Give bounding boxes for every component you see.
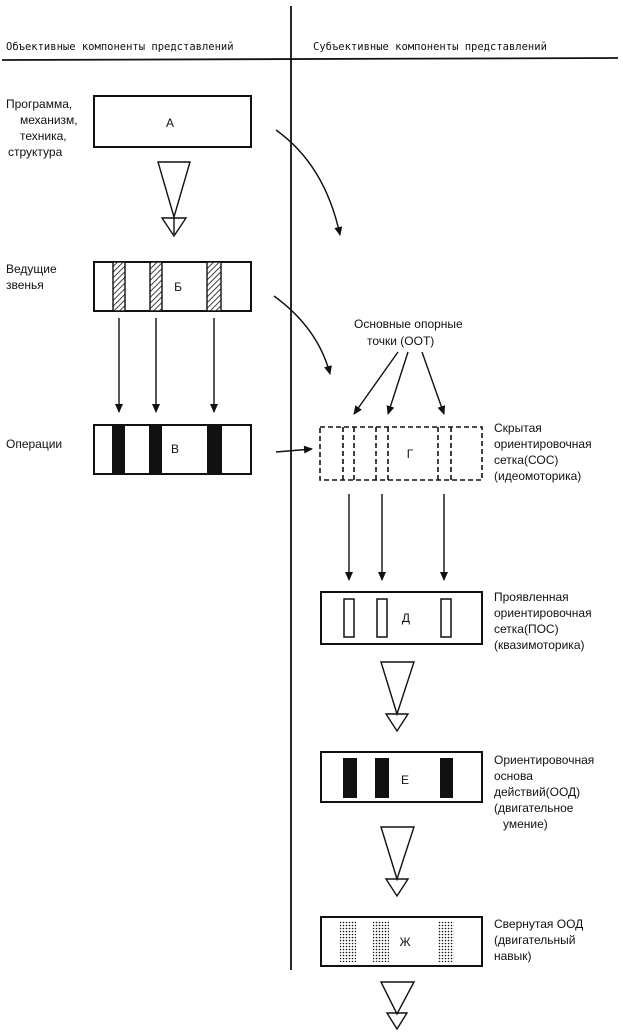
header-right: Субъективные компоненты представлений [313, 41, 547, 53]
arrow-dot-1 [353, 351, 399, 415]
svg-text:Проявленная: Проявленная [494, 590, 569, 604]
triangle-arrow-zh [379, 981, 416, 1016]
svg-text:Ведущие: Ведущие [6, 262, 57, 276]
svg-text:ориентировочная: ориентировочная [494, 437, 592, 451]
label-orientation-basis: Ориентировочная основа действий(ООД) (дв… [494, 753, 594, 831]
triangle-arrow-zh-tip [385, 1012, 409, 1031]
svg-text:(квазимоторика): (квазимоторика) [494, 638, 585, 652]
svg-text:звенья: звенья [6, 278, 44, 292]
box-v: В [93, 424, 252, 475]
svg-text:основа: основа [494, 769, 533, 783]
arrow-curve-middle [273, 295, 332, 375]
box-a: А [93, 95, 252, 148]
header-rule [1, 57, 619, 61]
label-manifested-grid: Проявленная ориентировочная сетка(ПОС) (… [494, 590, 592, 652]
triangle-arrow-e-tip [384, 878, 410, 898]
triangle-arrow-a-tip [160, 217, 188, 238]
label-leading-links: Ведущие звенья [6, 262, 57, 292]
arrow-dot-3 [421, 351, 446, 415]
label-hidden-grid: Скрытая ориентировочная сетка(СОС) (идео… [494, 421, 592, 483]
box-e: Е [320, 751, 483, 803]
label-basic-points: Основные опорные точки (ООТ) [354, 317, 463, 348]
svg-text:точки (ООТ): точки (ООТ) [367, 334, 434, 348]
svg-text:Основные опорные: Основные опорные [354, 317, 463, 331]
triangle-arrow-d [380, 661, 415, 717]
svg-text:Ориентировочная: Ориентировочная [494, 753, 594, 767]
svg-text:(двигательный: (двигательный [494, 933, 575, 947]
svg-text:структура: структура [8, 145, 63, 159]
box-e-letter: Е [401, 773, 409, 787]
box-a-letter: А [166, 116, 174, 130]
box-g: Г [319, 426, 483, 481]
arrow-to-box-g [275, 445, 313, 454]
svg-text:ориентировочная: ориентировочная [494, 606, 592, 620]
svg-text:действий(ООД): действий(ООД) [494, 785, 580, 799]
svg-text:(идеомоторика): (идеомоторика) [494, 469, 581, 483]
box-d-letter: Д [402, 611, 410, 625]
label-operations: Операции [6, 437, 62, 451]
svg-text:умение): умение) [503, 817, 548, 831]
triangle-arrow-d-tip [384, 713, 410, 733]
svg-text:(двигательное: (двигательное [494, 801, 574, 815]
header-left: Объективные компоненты представлений [6, 41, 234, 53]
box-v-letter: В [171, 442, 179, 456]
arrow-dot-2 [386, 351, 409, 415]
svg-text:сетка(СОС): сетка(СОС) [494, 453, 558, 467]
triangle-arrow-a [157, 161, 191, 220]
box-zh: Ж [320, 916, 483, 967]
label-collapsed: Свернутая ООД (двигательный навык) [494, 917, 583, 963]
box-b: Б [93, 261, 252, 312]
svg-text:сетка(ПОС): сетка(ПОС) [494, 622, 559, 636]
svg-text:Программа,: Программа, [6, 97, 72, 111]
svg-text:Свернутая ООД: Свернутая ООД [494, 917, 583, 931]
box-d: Д [320, 591, 483, 645]
box-zh-letter: Ж [399, 935, 410, 949]
box-g-letter: Г [407, 447, 414, 461]
arrow-curve-top [275, 129, 343, 236]
label-program: Программа, механизм, техника, структура [6, 97, 78, 159]
box-b-letter: Б [174, 280, 182, 294]
svg-text:навык): навык) [494, 949, 532, 963]
triangle-arrow-e [380, 826, 415, 882]
svg-text:Скрытая: Скрытая [494, 421, 542, 435]
svg-text:механизм,: механизм, [20, 113, 78, 127]
svg-text:техника,: техника, [20, 129, 67, 143]
